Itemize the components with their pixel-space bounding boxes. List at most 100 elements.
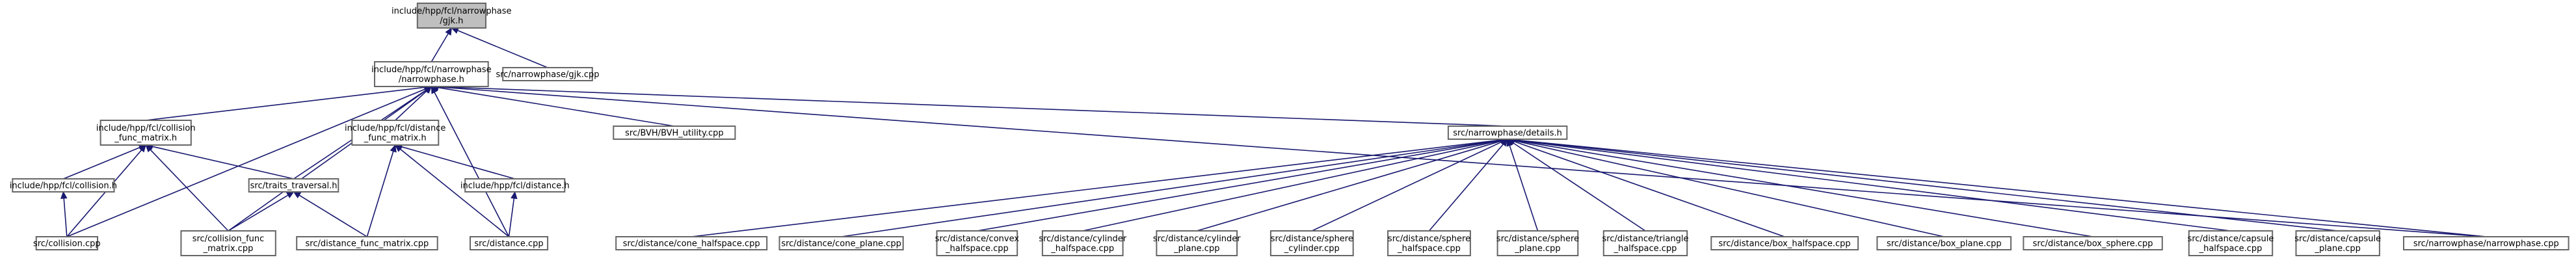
- graph-node-label: include/hpp/fcl/narrowphase: [392, 7, 512, 16]
- dependency-edge: [395, 86, 432, 121]
- graph-node-traits-traversal-h[interactable]: src/traits_traversal.h: [248, 178, 339, 193]
- graph-node-bvh-utility-cpp[interactable]: src/BVH/BVH_utility.cpp: [613, 126, 736, 140]
- graph-node-collision-func-matrix-h[interactable]: include/hpp/fcl/collision_func_matrix.h: [96, 120, 196, 146]
- graph-node-label: src/distance/cone_plane.cpp: [781, 239, 901, 249]
- graph-node-distance-h[interactable]: include/hpp/fcl/distance.h: [460, 178, 570, 193]
- dependency-edge: [1082, 137, 1509, 232]
- graph-node-distance-func-matrix-h[interactable]: include/hpp/fcl/distance_func_matrix.h: [345, 120, 445, 146]
- graph-node-label: src/collision_func: [193, 234, 265, 244]
- dependency-edge: [1506, 137, 1945, 237]
- graph-node-sphere-halfspace[interactable]: src/distance/sphere_halfspace.cpp: [1387, 230, 1471, 256]
- dependency-edge: [66, 144, 146, 237]
- graph-node-label: src/distance/cone_halfspace.cpp: [623, 239, 760, 249]
- graph-node-collision-h[interactable]: include/hpp/fcl/collision.h: [10, 178, 117, 193]
- graph-node-gjk-h[interactable]: include/hpp/fcl/narrowphase/gjk.h: [392, 3, 512, 29]
- graph-node-convex-halfspace[interactable]: src/distance/convex_halfspace.cpp: [935, 230, 1020, 256]
- graph-node-label: /narrowphase.h: [399, 75, 464, 85]
- dependency-edge: [508, 191, 518, 237]
- dependency-edge: [1428, 139, 1508, 232]
- graph-node-label: /gjk.h: [440, 16, 463, 26]
- graph-node-label: src/distance/box_plane.cpp: [1887, 239, 2002, 249]
- graph-node-label: src/distance/capsule: [2294, 234, 2381, 244]
- graph-node-label: src/BVH/BVH_utility.cpp: [625, 129, 724, 139]
- graph-node-box-sphere[interactable]: src/distance/box_sphere.cpp: [2023, 236, 2163, 250]
- graph-node-label: _func_matrix.h: [364, 133, 427, 143]
- graph-node-cylinder-plane[interactable]: src/distance/cylinder_plane.cpp: [1153, 230, 1241, 256]
- graph-node-triangle-halfspace[interactable]: src/distance/triangle_halfspace.cpp: [1602, 230, 1689, 256]
- graph-node-label: src/distance/capsule: [2188, 234, 2274, 244]
- graph-node-label: include/hpp/fcl/narrowphase: [371, 65, 492, 75]
- graph-node-label: src/distance/sphere: [1388, 234, 1470, 244]
- graph-node-distance-func-matrix-cpp[interactable]: src/distance_func_matrix.cpp: [296, 236, 438, 250]
- dependency-edge: [66, 86, 432, 237]
- graph-node-label: include/hpp/fcl/collision.h: [10, 181, 117, 191]
- dependency-edge: [228, 191, 295, 232]
- graph-node-label: include/hpp/fcl/distance: [345, 124, 445, 133]
- graph-node-label: src/collision.cpp: [33, 239, 101, 249]
- graph-node-label: _cylinder.cpp: [1284, 244, 1340, 254]
- graph-node-label: src/distance.cpp: [474, 239, 543, 249]
- graph-node-distance-cpp[interactable]: src/distance.cpp: [470, 236, 549, 250]
- dependency-edge: [394, 144, 510, 237]
- dependency-edge: [145, 144, 229, 232]
- graph-node-cylinder-halfspace[interactable]: src/distance/cylinder_halfspace.cpp: [1039, 230, 1127, 256]
- dependency-edge: [691, 136, 1509, 237]
- graph-node-label: src/distance_func_matrix.cpp: [305, 239, 429, 249]
- graph-node-box-halfspace[interactable]: src/distance/box_halfspace.cpp: [1710, 236, 1859, 250]
- dependency-edge: [228, 86, 432, 232]
- graph-node-collision-cpp[interactable]: src/collision.cpp: [33, 236, 101, 250]
- graph-node-label: _matrix.cpp: [203, 244, 254, 254]
- dependency-edge: [366, 144, 397, 237]
- graph-node-sphere-plane[interactable]: src/distance/sphere_plane.cpp: [1496, 230, 1579, 256]
- graph-node-label: src/traits_traversal.h: [250, 181, 338, 191]
- graph-node-label: _func_matrix.h: [114, 133, 177, 143]
- dependency-edge: [1506, 136, 2338, 232]
- dependency-edge: [431, 85, 510, 237]
- graph-node-narrowphase-cpp[interactable]: src/narrowphase/narrowphase.cpp: [2403, 236, 2569, 250]
- graph-node-cone-plane[interactable]: src/distance/cone_plane.cpp: [778, 236, 904, 250]
- dependency-edge: [293, 191, 367, 237]
- graph-node-label: _halfspace.cpp: [945, 244, 1009, 254]
- dependency-edge: [63, 144, 147, 180]
- graph-node-label: include/hpp/fcl/distance.h: [460, 181, 570, 191]
- graph-node-label: include/hpp/fcl/collision: [96, 124, 196, 133]
- dependency-edge: [1506, 136, 2486, 237]
- dependency-edge: [60, 191, 68, 237]
- graph-node-label: src/distance/box_sphere.cpp: [2033, 239, 2153, 249]
- dependency-edge: [431, 27, 452, 62]
- graph-node-label: _plane.cpp: [2315, 244, 2361, 254]
- dependency-edge: [977, 137, 1509, 232]
- graph-node-label: src/distance/cylinder: [1153, 234, 1241, 244]
- graph-node-label: src/distance/box_halfspace.cpp: [1719, 239, 1851, 249]
- graph-node-details-h[interactable]: src/narrowphase/details.h: [1447, 126, 1568, 140]
- graph-node-cone-halfspace[interactable]: src/distance/cone_halfspace.cpp: [615, 236, 768, 250]
- graph-node-box-plane[interactable]: src/distance/box_plane.cpp: [1876, 236, 2012, 250]
- graph-node-label: src/distance/sphere: [1271, 234, 1353, 244]
- dependency-edge: [431, 83, 2486, 237]
- graph-node-narrowphase-h[interactable]: include/hpp/fcl/narrowphase/narrowphase.…: [371, 61, 492, 87]
- dependency-edge: [841, 137, 1509, 237]
- graph-node-collision-func-matrix-cpp[interactable]: src/collision_func_matrix.cpp: [180, 230, 276, 256]
- graph-node-label: src/narrowphase/narrowphase.cpp: [2413, 239, 2559, 249]
- dependency-edge: [431, 83, 1508, 127]
- graph-node-label: src/distance/triangle: [1602, 234, 1689, 244]
- graph-node-label: src/narrowphase/details.h: [1453, 129, 1562, 139]
- dependency-edge: [394, 143, 516, 180]
- graph-node-label: _halfspace.cpp: [2199, 244, 2263, 254]
- graph-node-label: src/distance/sphere: [1496, 234, 1579, 244]
- graph-node-capsule-plane[interactable]: src/distance/capsule_plane.cpp: [2294, 230, 2381, 256]
- dependency-edge: [1506, 138, 1539, 232]
- graph-node-label: src/distance/convex: [935, 234, 1020, 244]
- graph-node-label: _plane.cpp: [1173, 244, 1219, 254]
- graph-node-capsule-halfspace[interactable]: src/distance/capsule_halfspace.cpp: [2188, 230, 2274, 256]
- graph-node-label: _halfspace.cpp: [1613, 244, 1677, 254]
- dependency-edge: [1507, 139, 1646, 232]
- graph-node-label: _halfspace.cpp: [1397, 244, 1461, 254]
- graph-node-gjk-cpp[interactable]: src/narrowphase/gjk.cpp: [496, 67, 600, 81]
- graph-node-label: src/distance/cylinder: [1039, 234, 1126, 244]
- graph-node-label: src/narrowphase/gjk.cpp: [496, 70, 599, 80]
- graph-node-label: _halfspace.cpp: [1050, 244, 1114, 254]
- graph-node-label: _plane.cpp: [1514, 244, 1560, 254]
- graph-node-sphere-cylinder[interactable]: src/distance/sphere_cylinder.cpp: [1269, 230, 1354, 256]
